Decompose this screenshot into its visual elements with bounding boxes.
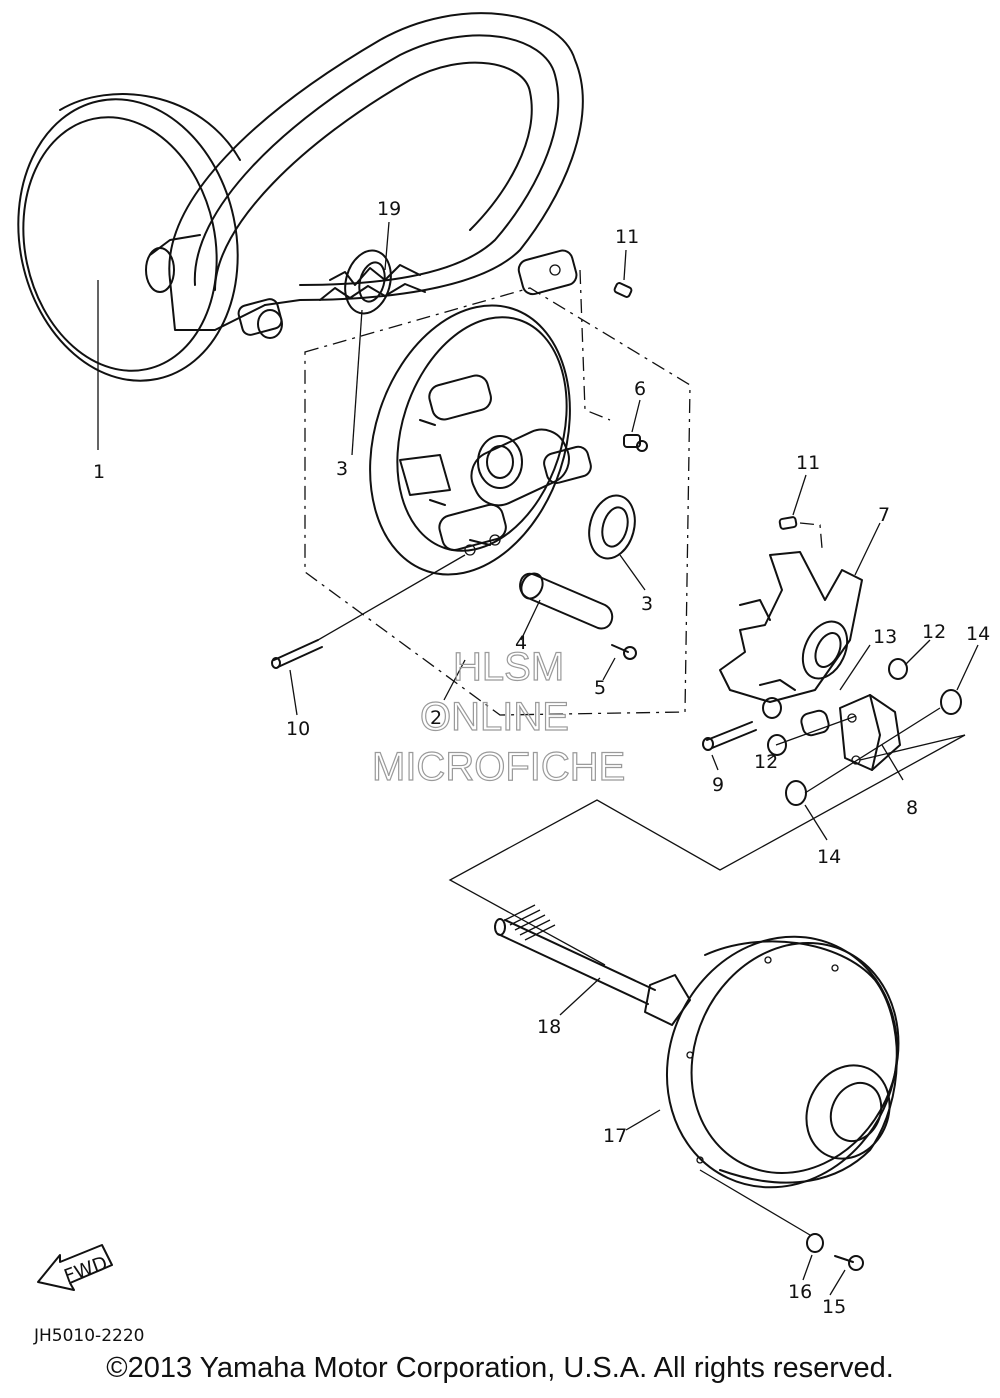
callout-4: 4 xyxy=(515,632,527,654)
bolt-18 xyxy=(494,904,691,1026)
watermark-line1: HLSM xyxy=(453,645,564,689)
callout-12-upper: 12 xyxy=(922,621,946,643)
callout-2: 2 xyxy=(430,707,442,729)
seal-upper xyxy=(344,249,392,315)
fwd-label: FWD xyxy=(61,1252,110,1288)
callout-14-lower: 14 xyxy=(817,846,841,868)
washer-16 xyxy=(806,1233,824,1253)
secondary-sheave xyxy=(17,93,241,382)
callout-11-upper: 11 xyxy=(615,226,639,248)
callout-9: 9 xyxy=(712,774,724,796)
callout-14-upper: 14 xyxy=(966,623,990,645)
drawing-code: JH5010-2220 xyxy=(34,1326,145,1346)
washer-14-a xyxy=(940,689,962,715)
primary-sheave-housing xyxy=(369,249,592,576)
copyright-notice: ©2013 Yamaha Motor Corporation, U.S.A. A… xyxy=(106,1352,894,1384)
callout-13: 13 xyxy=(873,626,897,648)
washer-12-a xyxy=(888,658,908,680)
set-screw-upper xyxy=(613,282,633,298)
spider xyxy=(719,551,863,703)
callout-10: 10 xyxy=(286,718,310,740)
sleeve xyxy=(519,572,614,630)
bolt-15 xyxy=(834,1255,864,1271)
callout-6: 6 xyxy=(634,378,646,400)
watermark-line2: ONLINE xyxy=(420,695,569,739)
callout-17: 17 xyxy=(603,1125,627,1147)
cover-17 xyxy=(665,935,900,1189)
watermark-line3: MICROFICHE xyxy=(372,745,625,789)
callout-7: 7 xyxy=(878,504,890,526)
screw-5 xyxy=(611,644,637,660)
roller-13 xyxy=(762,697,830,737)
watermark: HLSM ONLINE MICROFICHE xyxy=(371,644,626,789)
set-screw-lower xyxy=(778,516,823,549)
fwd-arrow-icon: FWD xyxy=(37,1244,113,1291)
leader-lines xyxy=(97,221,979,1296)
pin-10 xyxy=(271,554,466,669)
drive-belt xyxy=(168,12,584,339)
callout-12-lower: 12 xyxy=(754,751,778,773)
callout-3-lower: 3 xyxy=(641,593,653,615)
slider-8 xyxy=(839,694,901,771)
callout-11-lower: 11 xyxy=(796,452,820,474)
callout-15: 15 xyxy=(822,1296,846,1318)
washer-12-b xyxy=(767,734,787,756)
callout-19: 19 xyxy=(377,198,401,220)
callout-5: 5 xyxy=(594,677,606,699)
callout-16: 16 xyxy=(788,1281,812,1303)
seal-lower xyxy=(588,494,636,560)
callouts: 1 19 3 11 6 3 4 5 2 10 11 7 13 12 14 8 9… xyxy=(93,198,990,1318)
callout-18: 18 xyxy=(537,1016,561,1038)
callout-1: 1 xyxy=(93,461,105,483)
washer-14-b xyxy=(785,780,807,806)
bolt-9 xyxy=(702,721,757,751)
plug-6 xyxy=(623,434,648,452)
callout-3-upper: 3 xyxy=(336,458,348,480)
callout-8: 8 xyxy=(906,797,918,819)
